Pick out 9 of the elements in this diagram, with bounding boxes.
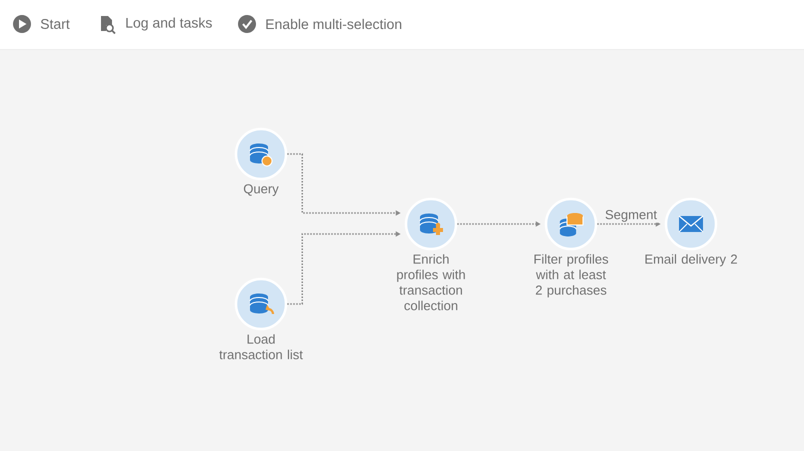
edge-label: Segment: [604, 209, 658, 223]
toolbar-item: Start: [40, 19, 70, 29]
activity-label: Enrich profiles with transaction collection: [397, 254, 465, 310]
activity-label: Load transaction list: [219, 334, 303, 360]
activity-label: Query: [244, 184, 279, 196]
activity-label: Email delivery 2: [645, 254, 737, 266]
toolbar-item: Log and tasks: [126, 17, 212, 31]
activity-label: Filter profiles with at least 2 purchases: [534, 254, 608, 298]
toolbar-item: Enable multi-selection: [266, 18, 402, 30]
